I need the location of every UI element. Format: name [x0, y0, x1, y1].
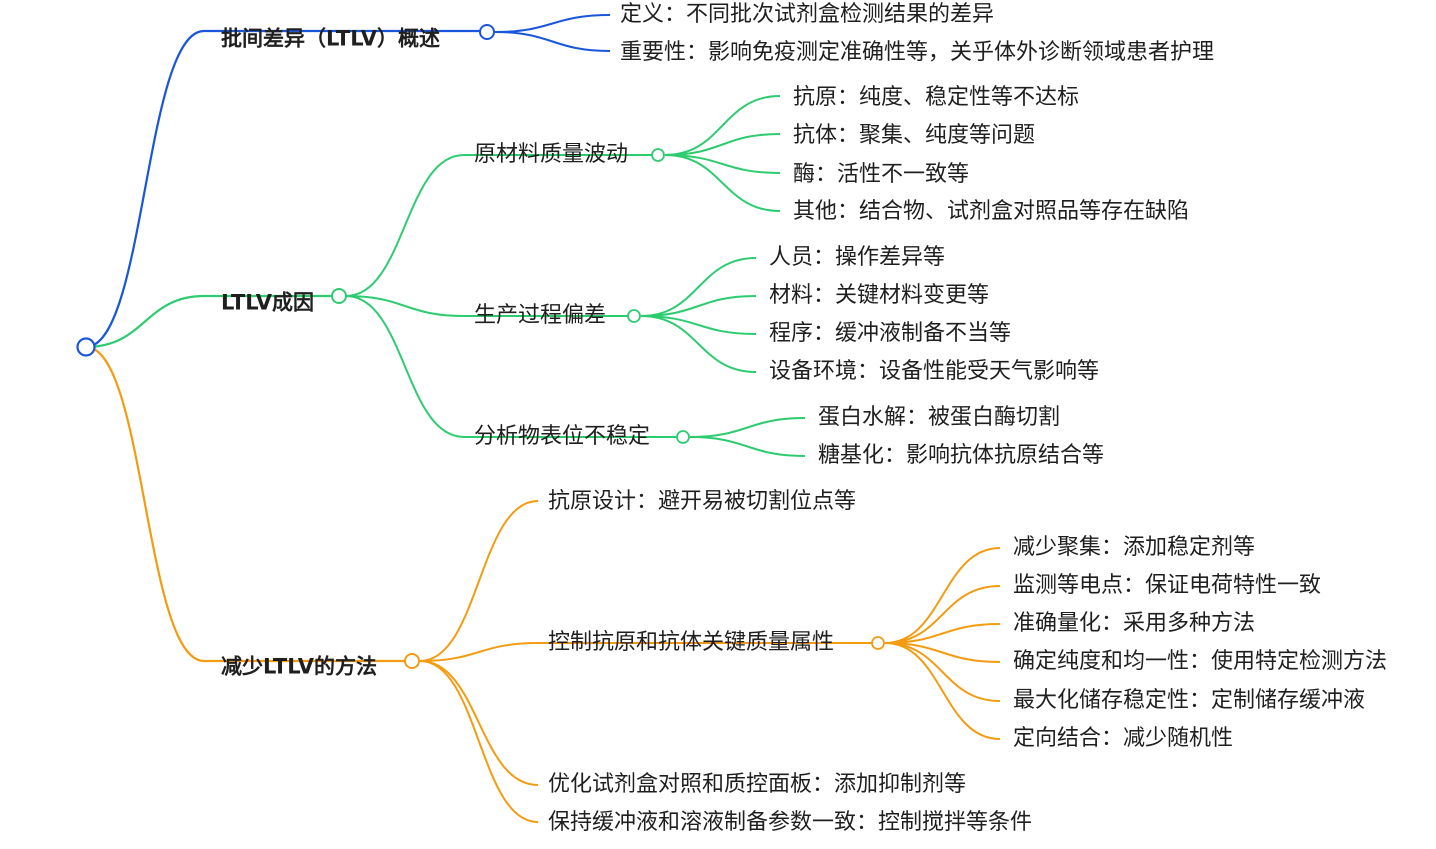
edge-epitope-child-0 — [689, 417, 806, 438]
edge-root-overview — [85, 29, 205, 349]
prod-procedure[interactable]: 程序：缓冲液制备不当等 — [769, 321, 1012, 346]
edge-attr-child-2 — [884, 623, 1001, 644]
edge-raw-child-1 — [664, 133, 781, 156]
raw-antigen[interactable]: 抗原：纯度、稳定性等不达标 — [793, 85, 1080, 110]
attr-reduce-aggregation[interactable]: 减少聚集：添加稳定剂等 — [1013, 535, 1256, 560]
edge-root-causes — [85, 294, 205, 349]
causes-circle[interactable] — [331, 288, 347, 304]
branch-methods[interactable]: 减少LTLV的方法 — [221, 654, 377, 679]
edge-prod-child-0 — [640, 257, 757, 317]
edge-attr-child-3 — [884, 642, 1001, 663]
edge-raw-child-0 — [664, 95, 781, 156]
prod-equipment[interactable]: 设备环境：设备性能受天气影响等 — [769, 359, 1100, 384]
method-control-attributes[interactable]: 控制抗原和抗体关键质量属性 — [548, 630, 835, 655]
edge-prod-child-1 — [640, 295, 757, 317]
edge-raw-child-3 — [664, 154, 781, 212]
attr-orientation[interactable]: 定向结合：减少随机性 — [1013, 726, 1234, 751]
overview-importance[interactable]: 重要性：影响免疫测定准确性等，关乎体外诊断领域患者护理 — [620, 40, 1215, 65]
attributes-circle[interactable] — [871, 636, 885, 650]
edge-methods-attributes — [419, 642, 539, 662]
raw-circle[interactable] — [651, 148, 665, 162]
edge-methods-kit — [419, 660, 539, 786]
edge-causes-raw — [345, 154, 465, 297]
attr-quantify[interactable]: 准确量化：采用多种方法 — [1013, 611, 1256, 636]
overview-definition[interactable]: 定义：不同批次试剂盒检测结果的差异 — [620, 2, 995, 27]
edge-prod-child-3 — [640, 315, 757, 373]
method-antigen-design[interactable]: 抗原设计：避开易被切割位点等 — [548, 489, 857, 514]
attr-isoelectric[interactable]: 监测等电点：保证电荷特性一致 — [1013, 573, 1322, 598]
edge-attr-child-4 — [884, 642, 1001, 702]
raw-antibody[interactable]: 抗体：聚集、纯度等问题 — [793, 123, 1036, 148]
epitope-glycosylation[interactable]: 糖基化：影响抗体抗原结合等 — [818, 443, 1105, 468]
cause-production[interactable]: 生产过程偏差 — [474, 303, 607, 328]
edge-causes-epitope — [345, 295, 465, 438]
raw-enzyme[interactable]: 酶：活性不一致等 — [793, 162, 970, 187]
edge-causes-production — [345, 295, 465, 317]
edge-methods-buffer — [419, 660, 539, 823]
method-kit-controls[interactable]: 优化试剂盒对照和质控面板：添加抑制剂等 — [548, 772, 967, 797]
cause-raw-material[interactable]: 原材料质量波动 — [474, 142, 629, 167]
edge-methods-design — [419, 500, 539, 662]
prod-personnel[interactable]: 人员：操作差异等 — [769, 245, 946, 270]
epitope-proteolysis[interactable]: 蛋白水解：被蛋白酶切割 — [818, 405, 1061, 430]
edge-attr-child-1 — [884, 585, 1001, 644]
branch-causes[interactable]: LTLV成因 — [221, 290, 314, 315]
edge-prod-child-2 — [640, 315, 757, 335]
edge-raw-child-2 — [664, 154, 781, 174]
methods-circle[interactable] — [404, 653, 420, 669]
edge-attr-child-5 — [884, 642, 1001, 740]
branch-overview[interactable]: 批间差异（LTLV）概述 — [221, 26, 440, 51]
edge-overview-definition — [494, 14, 611, 33]
method-buffer-consistency[interactable]: 保持缓冲液和溶液制备参数一致：控制搅拌等条件 — [548, 810, 1033, 835]
edge-epitope-child-1 — [689, 436, 806, 457]
production-circle[interactable] — [627, 309, 641, 323]
attr-storage[interactable]: 最大化储存稳定性：定制储存缓冲液 — [1013, 688, 1366, 713]
edge-root-methods — [85, 345, 205, 663]
raw-other[interactable]: 其他：结合物、试剂盒对照品等存在缺陷 — [793, 199, 1190, 224]
root-circle[interactable] — [76, 337, 96, 357]
edge-attr-child-0 — [884, 547, 1001, 644]
overview-circle[interactable] — [479, 24, 495, 40]
cause-epitope[interactable]: 分析物表位不稳定 — [474, 424, 651, 449]
attr-purity[interactable]: 确定纯度和均一性：使用特定检测方法 — [1013, 649, 1388, 674]
edge-overview-importance — [494, 31, 611, 52]
epitope-circle[interactable] — [676, 430, 690, 444]
prod-materials[interactable]: 材料：关键材料变更等 — [769, 283, 990, 308]
